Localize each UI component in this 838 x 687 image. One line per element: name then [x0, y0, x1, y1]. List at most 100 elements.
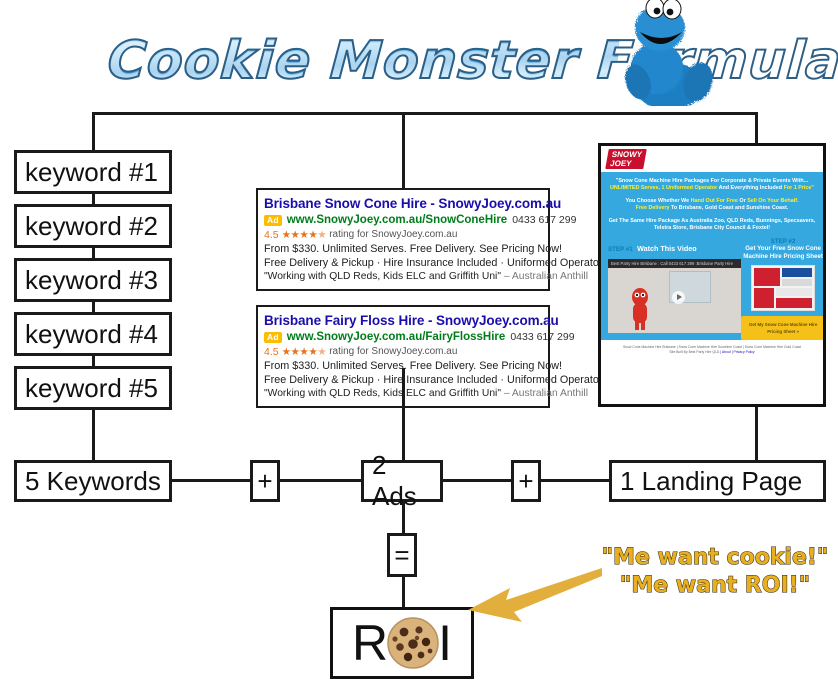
ad-description: From $330. Unlimited Serves. Free Delive…	[264, 243, 563, 255]
headline-main: "Snow Cone Machine Hire Packages For Cor…	[615, 178, 809, 184]
ad-description: From $330. Unlimited Serves. Free Delive…	[264, 360, 563, 372]
landing-page-thumbnail[interactable]: SNOWY JOEY "Snow Cone Machine Hire Packa…	[598, 143, 826, 407]
ad-display-url[interactable]: www.SnowyJoey.com.au/FairyFlossHire	[286, 331, 506, 343]
ad-title[interactable]: Brisbane Snow Cone Hire - SnowyJoey.com.…	[264, 196, 562, 211]
term-2-ads[interactable]: 2 Ads	[361, 450, 443, 511]
cta-line-1: Get My Snow Cone Machine Hire	[748, 322, 818, 328]
connector-drop-ads	[402, 112, 405, 190]
connector-equals-to-roi	[402, 577, 405, 607]
connector-ads-to-sum	[402, 368, 405, 460]
play-button[interactable]	[671, 290, 685, 304]
video-title-bar: Best Party Hire Brisbane : Call 0433 617…	[608, 259, 742, 269]
connector-kw-1-2	[92, 194, 95, 204]
connector-kw-4-5	[92, 356, 95, 366]
connector-op1-term2	[280, 479, 361, 482]
headline-tail: And Everything Included	[718, 185, 783, 192]
ad-badge: Ad	[264, 332, 282, 343]
ad-url-row: Ad www.SnowyJoey.com.au/SnowConeHire 043…	[264, 213, 576, 228]
arrow-left-icon	[468, 568, 602, 622]
roi-letter-i: I	[438, 615, 452, 671]
cookie-monster-icon	[625, 0, 713, 106]
operator-equals: =	[387, 533, 417, 577]
ad-title[interactable]: Brisbane Fairy Floss Hire - SnowyJoey.co…	[264, 313, 559, 328]
star-rating-icon: ★★★★★	[281, 346, 327, 358]
ad-quote: "Working with QLD Reds, Kids ELC and Gri…	[264, 270, 588, 284]
page-title-text: Cookie Monster Formula	[105, 24, 838, 98]
keyword-box-5[interactable]: keyword #5	[14, 366, 172, 410]
footer-line-1: Snow Cone Machine Hire Brisbane | Snow C…	[623, 345, 801, 350]
logo-line-2: JOEY	[609, 159, 633, 168]
ad-quote-text: "Working with QLD Reds, Kids ELC and Gri…	[264, 271, 501, 282]
operator-label: +	[518, 465, 534, 496]
video-title: Best Party Hire Brisbane : Call 0433 617…	[611, 261, 733, 267]
ad-extensions: Free Delivery & Pickup · Hire Insurance …	[264, 257, 603, 269]
page-title: Cookie Monster Formula	[105, 24, 838, 102]
pricing-sheet-image	[751, 265, 816, 312]
ad-card-1[interactable]: Brisbane Snow Cone Hire - SnowyJoey.com.…	[256, 188, 603, 291]
keyword-label: keyword #3	[25, 264, 158, 295]
keyword-label: keyword #5	[25, 372, 158, 403]
star-rating-icon: ★★★★★	[281, 229, 327, 241]
landing-page-step-2: STEP #2 Get Your Free Snow Cone Machine …	[741, 238, 823, 341]
ad-badge: Ad	[264, 215, 282, 226]
ad-quote-source: – Australian Anthill	[503, 388, 589, 399]
footer-line-2: Site Built By Best Party Hire QLD | Abou…	[605, 350, 819, 355]
keyword-box-4[interactable]: keyword #4	[14, 312, 172, 356]
term-label: 1 Landing Page	[620, 465, 803, 496]
red-mascot-icon	[632, 288, 649, 331]
ad-rating-row: 4.5 ★★★★★ rating for SnowyJoey.com.au	[264, 345, 542, 359]
connector-landing-to-sum	[755, 407, 758, 460]
connector-kw-to-sum	[92, 410, 95, 460]
ad-rating-value: 4.5	[264, 229, 279, 241]
operator-label: =	[394, 539, 410, 570]
headline-highlight-2: For 1 Price"	[783, 185, 814, 192]
ad-rating-text: rating for SnowyJoey.com.au	[329, 346, 458, 357]
callout-line-2: "Me want ROI!"	[619, 573, 811, 599]
operator-plus-1: +	[250, 460, 280, 502]
landing-page-step-1: STEP #1 Watch This Video Best Party Hire…	[608, 238, 742, 340]
step-1-tag: STEP #1	[608, 246, 633, 254]
callout-quote: "Me want cookie!" "Me want ROI!"	[592, 544, 838, 600]
step-1-title: Watch This Video	[637, 244, 697, 254]
keyword-box-3[interactable]: keyword #3	[14, 258, 172, 302]
footer-credit: Site Built By Best Party Hire QLD	[669, 350, 720, 355]
ad-rating-value: 4.5	[264, 346, 279, 358]
sub1-hl2: Sell On Your Behalf.	[747, 197, 799, 204]
footer-privacy-link[interactable]: | Privacy Policy	[731, 350, 755, 355]
video-player[interactable]: Best Party Hire Brisbane : Call 0433 617…	[608, 259, 742, 334]
ad-quote-source: – Australian Anthill	[503, 271, 589, 282]
term-label: 5 Keywords	[25, 465, 161, 496]
cta-button[interactable]: Get My Snow Cone Machine Hire Pricing Sh…	[741, 316, 823, 341]
connector-drop-keywords	[92, 112, 95, 152]
ad-phone[interactable]: 0433 617 299	[512, 214, 577, 226]
roi-result-box[interactable]: R I	[330, 607, 474, 679]
landing-page-logo-bar: SNOWY JOEY	[601, 146, 823, 172]
keyword-box-1[interactable]: keyword #1	[14, 150, 172, 194]
sub2-b: To Brisbane, Gold Coast and Sunshine Coa…	[669, 205, 789, 212]
connector-ads-to-equals	[402, 502, 405, 533]
sub1-a: You Choose Whether We	[625, 197, 691, 204]
footer-about-link[interactable]: | About	[720, 350, 731, 355]
callout-line-1: "Me want cookie!"	[601, 545, 829, 571]
sub1-b: Or	[737, 197, 748, 204]
step-2-tag: STEP #2	[770, 238, 796, 246]
landing-page-footer: Snow Cone Machine Hire Brisbane | Snow C…	[601, 340, 823, 361]
keyword-label: keyword #1	[25, 156, 158, 187]
term-5-keywords[interactable]: 5 Keywords	[14, 460, 172, 502]
ad-rating-text: rating for SnowyJoey.com.au	[329, 229, 458, 240]
sub2-hl: Free Delivery	[635, 205, 670, 212]
ad-url-row: Ad www.SnowyJoey.com.au/FairyFlossHire 0…	[264, 330, 575, 345]
keyword-box-2[interactable]: keyword #2	[14, 204, 172, 248]
term-1-landing-page[interactable]: 1 Landing Page	[609, 460, 826, 502]
connector-drop-landing	[755, 112, 758, 145]
keyword-label: keyword #2	[25, 210, 158, 241]
connector-kw-3-4	[92, 302, 95, 312]
cta-line-2: Pricing Sheet »	[767, 329, 799, 335]
connector-op2-term3	[541, 479, 609, 482]
ad-rating-row: 4.5 ★★★★★ rating for SnowyJoey.com.au	[264, 228, 542, 242]
connector-kw-2-3	[92, 248, 95, 258]
ad-display-url[interactable]: www.SnowyJoey.com.au/SnowConeHire	[286, 214, 508, 226]
ad-phone[interactable]: 0433 617 299	[510, 331, 575, 343]
operator-label: +	[257, 465, 273, 496]
operator-plus-2: +	[511, 460, 541, 502]
